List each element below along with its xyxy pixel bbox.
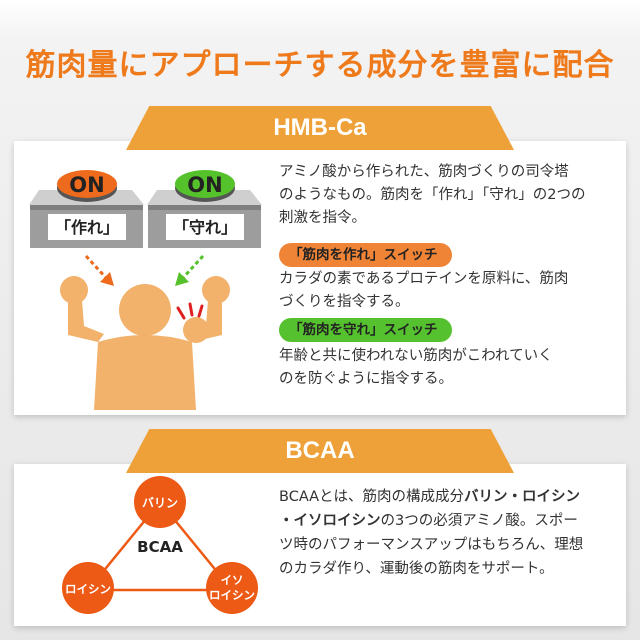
bcaa-tab: BCAA (126, 429, 514, 473)
valine-node: バリン (134, 476, 186, 528)
hmb-description-line: アミノ酸から作られた、筋肉づくりの司令塔 (279, 164, 569, 180)
isoleucine-node: イソ ロイシン (206, 562, 258, 614)
bcaa-card (14, 464, 626, 626)
keep-switch-label: ON (187, 173, 222, 197)
keep-switch-button (175, 170, 235, 198)
arrow-make-icon (84, 254, 114, 286)
bcaa-description-line: ツ時のパフォーマンスアップはもちろん、理想 (279, 537, 584, 553)
make-switch-caption: 「作れ」 (55, 218, 119, 237)
make-switch-button (57, 170, 117, 198)
hmb-tab: HMB-Ca (126, 106, 514, 150)
keep-switch-description: 年齢と共に使われない筋肉がこわれていく のを防ぐように指令する。 (279, 345, 553, 391)
bcaa-description-line: のカラダ作り、運動後の筋肉をサポート。 (279, 561, 554, 577)
bcaa-description-line: ・イソロイシンの3つの必須アミノ酸。スポー (279, 513, 578, 529)
isoleucine-label-line1: イソ (221, 573, 244, 587)
keep-switch: ON 「守れ」 (147, 170, 262, 248)
bcaa-description: BCAAとは、筋肉の構成成分バリン・ロイシン ・イソロイシンの3つの必須アミノ酸… (279, 485, 583, 581)
make-switch-description-line: カラダの素であるプロテインを原料に、筋肉 (279, 271, 569, 287)
headline: 筋肉量にアプローチする成分を豊富に配合 (25, 48, 615, 83)
isoleucine-label-line2: ロイシン (209, 588, 255, 602)
make-switch-description-line: づくりを指令する。 (279, 294, 410, 310)
hmb-description: アミノ酸から作られた、筋肉づくりの司令塔 のようなもの。筋肉を「作れ」「守れ」の… (279, 161, 585, 230)
bcaa-center-label: BCAA (137, 538, 183, 556)
keep-switch-pill: 「筋肉を守れ」スイッチ (279, 318, 452, 342)
bcaa-diagram: BCAA バリン ロイシン イソ ロイシン (62, 476, 258, 614)
make-switch: ON 「作れ」 (29, 170, 144, 248)
muscle-figure (60, 276, 230, 410)
keep-switch-description-line: 年齢と共に使われない筋肉がこわれていく (279, 348, 553, 364)
arrow-keep-icon (175, 254, 205, 286)
make-switch-description: カラダの素であるプロテインを原料に、筋肉 づくりを指令する。 (279, 268, 568, 314)
hmb-description-line: のようなもの。筋肉を「作れ」「守れ」の2つの (279, 187, 586, 203)
make-switch-pill: 「筋肉を作れ」スイッチ (279, 243, 452, 267)
keep-switch-caption: 「守れ」 (173, 218, 237, 237)
make-switch-label: ON (69, 173, 104, 197)
leucine-label: ロイシン (65, 582, 111, 596)
bcaa-description-line: BCAAとは、筋肉の構成成分バリン・ロイシン (279, 489, 581, 505)
impact-lines-icon (176, 302, 204, 320)
keep-switch-description-line: のを防ぐように指令する。 (279, 371, 453, 387)
leucine-node: ロイシン (62, 562, 114, 614)
hmb-description-line: 刺激を指令。 (279, 210, 366, 226)
hmb-illustration: ON 「作れ」 ON 「守れ」 (29, 170, 262, 410)
valine-label: バリン (142, 496, 178, 510)
